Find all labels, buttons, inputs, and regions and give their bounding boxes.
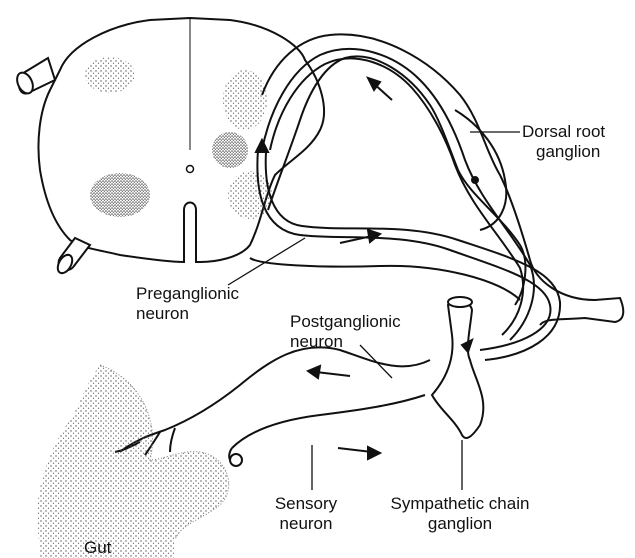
label-sensory-neuron: Sensory neuron [266,494,346,534]
label-sensory-line1: Sensory [266,494,346,514]
label-dorsal-root-ganglion: Dorsal root ganglion [522,122,605,162]
sympathetic-chain [432,297,483,438]
label-preganglionic-neuron: Preganglionic neuron [136,284,239,324]
label-gut: Gut [84,538,111,558]
visceral-nerve [115,347,430,466]
label-postganglionic-line1: Postganglionic [290,312,401,332]
label-sensory-line2: neuron [266,514,346,534]
label-sympathetic-line2: ganglion [380,514,540,534]
label-dorsal-root-line2: ganglion [522,142,605,162]
label-dorsal-root-line1: Dorsal root [522,122,605,142]
spinal-cord [38,18,324,262]
label-sympathetic-chain-ganglion: Sympathetic chain ganglion [380,494,540,534]
label-sympathetic-line1: Sympathetic chain [380,494,540,514]
label-postganglionic-line2: neuron [290,332,401,352]
label-postganglionic-neuron: Postganglionic neuron [290,312,401,352]
label-preganglionic-line2: neuron [136,304,239,324]
gut [37,365,229,558]
label-preganglionic-line1: Preganglionic [136,284,239,304]
